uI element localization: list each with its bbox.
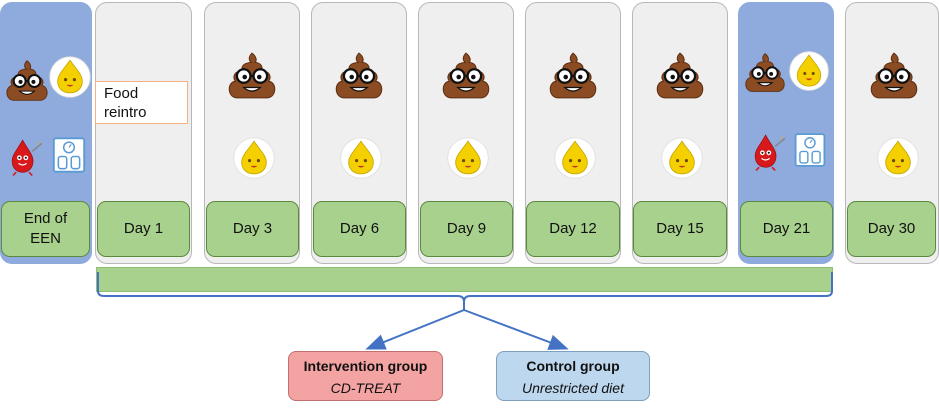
stool-sample-icon xyxy=(868,48,920,104)
control-group-title: Control group xyxy=(526,358,620,374)
weighing-scale-icon xyxy=(792,130,828,170)
timepoint-label-day-9: Day 9 xyxy=(420,201,513,257)
timepoint-label-day-6: Day 6 xyxy=(313,201,406,257)
timepoint-label-day-1: Day 1 xyxy=(97,201,190,257)
urine-sample-icon xyxy=(446,136,490,180)
follow-up-period-bar xyxy=(96,267,833,292)
food-reintro-box: Food reintro xyxy=(95,81,188,124)
urine-sample-icon xyxy=(553,136,597,180)
control-group-subtitle: Unrestricted diet xyxy=(522,380,624,396)
timepoint-label-end-of-een: End of EEN xyxy=(1,201,90,257)
weighing-scale-icon xyxy=(50,135,88,175)
stool-sample-icon xyxy=(547,48,599,104)
timepoint-label-day-30: Day 30 xyxy=(847,201,936,257)
stool-sample-icon xyxy=(333,48,385,104)
stool-sample-icon xyxy=(226,48,278,104)
timepoint-label-day-21: Day 21 xyxy=(740,201,833,257)
timepoint-label-day-12: Day 12 xyxy=(526,201,620,257)
urine-sample-icon xyxy=(339,136,383,180)
blood-sample-icon xyxy=(5,135,45,179)
timepoint-label-day-15: Day 15 xyxy=(633,201,727,257)
intervention-group-box: Intervention group CD-TREAT xyxy=(288,351,443,401)
stool-sample-icon xyxy=(654,48,706,104)
intervention-group-title: Intervention group xyxy=(303,358,428,374)
control-group-box: Control group Unrestricted diet xyxy=(496,351,650,401)
blood-sample-icon xyxy=(748,130,788,174)
urine-sample-icon xyxy=(876,136,920,180)
stool-sample-icon xyxy=(743,48,787,98)
stool-sample-icon xyxy=(440,48,492,104)
timepoint-label-day-3: Day 3 xyxy=(206,201,299,257)
urine-sample-icon xyxy=(660,136,704,180)
intervention-group-subtitle: CD-TREAT xyxy=(330,380,401,396)
urine-sample-icon xyxy=(788,50,830,92)
stool-sample-icon xyxy=(4,55,50,107)
urine-sample-icon xyxy=(48,55,92,99)
urine-sample-icon xyxy=(232,136,276,180)
